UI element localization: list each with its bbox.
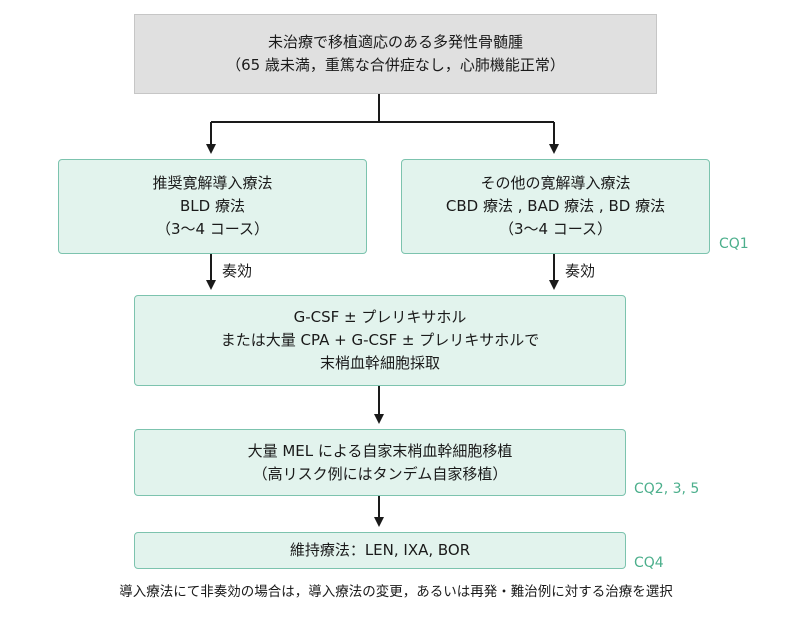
- cq-label-transplant: CQ2, 3, 5: [634, 481, 700, 497]
- footnote: 導入療法にて非奏効の場合は，導入療法の変更，あるいは再発・難治例に対する治療を選…: [119, 584, 673, 600]
- node-other-induction: その他の寛解導入療法 CBD 療法 , BAD 療法 , BD 療法 （3〜4 …: [401, 159, 710, 254]
- node-text: （3〜4 コース）: [155, 220, 270, 238]
- node-stem-cell-collection: G-CSF ± プレリキサホル または大量 CPA + G-CSF ± プレリキ…: [134, 295, 626, 386]
- node-text: その他の寛解導入療法: [480, 174, 631, 192]
- node-text: BLD 療法: [180, 197, 245, 215]
- node-text: 末梢血幹細胞採取: [319, 354, 440, 372]
- node-text: （3〜4 コース）: [498, 220, 613, 238]
- node-text: （高リスク例にはタンデム自家移植）: [252, 464, 508, 483]
- node-text: G-CSF ± プレリキサホル: [293, 308, 467, 326]
- cq-label-other: CQ1: [719, 236, 749, 252]
- cq-label-maintenance: CQ4: [634, 555, 664, 571]
- node-autologous-transplant: 大量 MEL による自家末梢血幹細胞移植 （高リスク例にはタンデム自家移植）: [134, 429, 626, 496]
- node-text: または大量 CPA + G-CSF ± プレリキサホルで: [220, 331, 540, 349]
- node-text: 未治療で移植適応のある多発性骨髄腫: [267, 33, 523, 51]
- node-untreated-myeloma: 未治療で移植適応のある多発性骨髄腫 （65 歳未満，重篤な合併症なし，心肺機能正…: [134, 14, 657, 94]
- node-text: （65 歳未満，重篤な合併症なし，心肺機能正常）: [226, 56, 565, 74]
- node-recommended-induction: 推奨寛解導入療法 BLD 療法 （3〜4 コース）: [58, 159, 367, 254]
- node-text: 維持療法：LEN, IXA, BOR: [289, 541, 471, 559]
- node-text: 推奨寛解導入療法: [152, 174, 273, 192]
- node-maintenance: 維持療法：LEN, IXA, BOR: [134, 532, 626, 569]
- node-text: CBD 療法 , BAD 療法 , BD 療法: [445, 197, 666, 215]
- node-text: 大量 MEL による自家末梢血幹細胞移植: [247, 441, 513, 460]
- edge-label-response-left: 奏効: [222, 262, 253, 280]
- edge-label-response-right: 奏効: [565, 262, 596, 280]
